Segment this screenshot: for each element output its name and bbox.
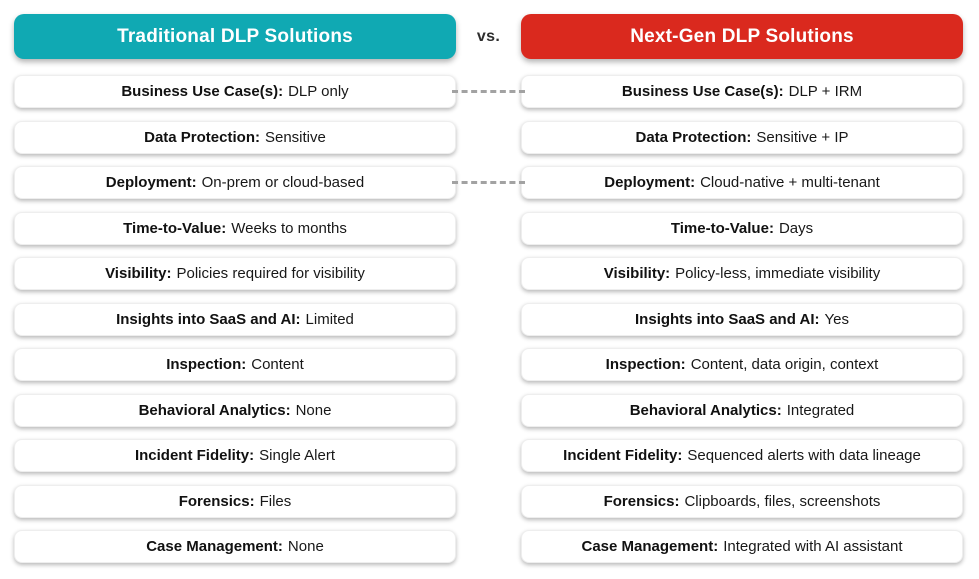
row-value: Integrated with AI assistant [723, 538, 903, 555]
row-value: Clipboards, files, screenshots [684, 492, 881, 510]
dashed-connector [456, 121, 521, 154]
row-label: Visibility: [105, 265, 172, 282]
row-value: None [287, 538, 324, 555]
row-value: Integrated [786, 401, 855, 419]
row-value: Sequenced alerts with data lineage [687, 447, 921, 464]
row-value: DLP + IRM [788, 83, 863, 100]
traditional-card: Case Management:None [14, 530, 456, 563]
dashed-connector [456, 485, 521, 518]
row-label: Forensics: [178, 492, 255, 510]
row-value: Policy-less, immediate visibility [675, 265, 881, 282]
row-value: None [295, 401, 332, 419]
row-label: Behavioral Analytics: [629, 401, 782, 419]
row-label: Case Management: [146, 538, 283, 555]
traditional-dlp-header: Traditional DLP Solutions [14, 14, 456, 59]
row-label: Incident Fidelity: [134, 447, 255, 464]
row-value: Single Alert [259, 447, 336, 464]
traditional-card: Visibility:Policies required for visibil… [14, 257, 456, 290]
row-label: Visibility: [603, 265, 671, 282]
row-value: Cloud-native + multi-tenant [700, 174, 880, 191]
row-value: Limited [305, 310, 354, 328]
row-label: Business Use Case(s): [121, 83, 284, 100]
row-value: DLP only [288, 83, 349, 100]
row-label: Data Protection: [635, 128, 752, 146]
row-value: Files [259, 492, 292, 510]
row-value: Content, data origin, context [690, 356, 879, 373]
dashed-connector [456, 348, 521, 381]
next-gen-card: Case Management:Integrated with AI assis… [521, 530, 963, 563]
comparison-row: Time-to-Value:Weeks to months Time-to-Va… [14, 211, 979, 245]
row-label: Behavioral Analytics: [138, 401, 291, 419]
row-label: Business Use Case(s): [621, 83, 784, 100]
next-gen-card: Inspection:Content, data origin, context [521, 348, 963, 381]
row-label: Time-to-Value: [670, 219, 774, 237]
traditional-card: Insights into SaaS and AI:Limited [14, 302, 456, 336]
row-value: On-prem or cloud-based [201, 174, 365, 191]
row-label: Inspection: [605, 356, 686, 373]
dashed-connector [456, 212, 521, 245]
comparison-row: Behavioral Analytics:None Behavioral Ana… [14, 393, 979, 427]
next-gen-dlp-header: Next-Gen DLP Solutions [521, 14, 963, 59]
next-gen-card: Time-to-Value:Days [521, 211, 963, 245]
traditional-card: Deployment:On-prem or cloud-based [14, 166, 456, 199]
row-value: Sensitive + IP [756, 128, 849, 146]
next-gen-card: Data Protection:Sensitive + IP [521, 120, 963, 154]
next-gen-card: Insights into SaaS and AI:Yes [521, 302, 963, 336]
comparison-row: Deployment:On-prem or cloud-based Deploy… [14, 166, 979, 199]
dashed-connector [456, 257, 521, 290]
header-row: Traditional DLP Solutions vs. Next-Gen D… [14, 14, 979, 59]
traditional-card: Time-to-Value:Weeks to months [14, 211, 456, 245]
traditional-card: Behavioral Analytics:None [14, 393, 456, 427]
vs-label: vs. [476, 27, 501, 45]
comparison-row: Inspection:Content Inspection:Content, d… [14, 348, 979, 381]
next-gen-card: Business Use Case(s):DLP + IRM [521, 75, 963, 108]
row-value: Sensitive [264, 128, 326, 146]
traditional-card: Data Protection:Sensitive [14, 120, 456, 154]
dashed-connector [456, 303, 521, 336]
traditional-card: Business Use Case(s):DLP only [14, 75, 456, 108]
row-value: Days [778, 219, 814, 237]
dashed-connector [456, 394, 521, 427]
comparison-row: Insights into SaaS and AI:Limited Insigh… [14, 302, 979, 336]
row-label: Forensics: [603, 492, 680, 510]
row-value: Weeks to months [231, 219, 347, 237]
row-label: Inspection: [166, 356, 247, 373]
traditional-card: Forensics:Files [14, 484, 456, 518]
dashed-connector [456, 439, 521, 472]
row-label: Incident Fidelity: [563, 447, 683, 464]
row-label: Case Management: [581, 538, 719, 555]
comparison-row: Data Protection:Sensitive Data Protectio… [14, 120, 979, 154]
comparison-rows: Business Use Case(s):DLP only Business U… [14, 75, 979, 563]
row-value: Content [251, 356, 304, 373]
dashed-connector [452, 166, 525, 199]
next-gen-card: Deployment:Cloud-native + multi-tenant [521, 166, 963, 199]
traditional-dlp-title: Traditional DLP Solutions [117, 25, 353, 47]
row-value: Yes [824, 310, 849, 328]
row-label: Deployment: [105, 174, 197, 191]
row-label: Data Protection: [144, 128, 260, 146]
next-gen-card: Forensics:Clipboards, files, screenshots [521, 484, 963, 518]
row-label: Deployment: [604, 174, 696, 191]
traditional-card: Incident Fidelity:Single Alert [14, 439, 456, 472]
comparison-row: Forensics:Files Forensics:Clipboards, fi… [14, 484, 979, 518]
comparison-row: Case Management:None Case Management:Int… [14, 530, 979, 563]
dashed-connector [456, 530, 521, 563]
row-value: Policies required for visibility [176, 265, 365, 282]
comparison-row: Business Use Case(s):DLP only Business U… [14, 75, 979, 108]
traditional-card: Inspection:Content [14, 348, 456, 381]
row-label: Insights into SaaS and AI: [635, 310, 820, 328]
comparison-row: Visibility:Policies required for visibil… [14, 257, 979, 290]
next-gen-card: Behavioral Analytics:Integrated [521, 393, 963, 427]
dashed-connector [452, 75, 525, 108]
row-label: Insights into SaaS and AI: [116, 310, 301, 328]
next-gen-card: Incident Fidelity:Sequenced alerts with … [521, 439, 963, 472]
next-gen-card: Visibility:Policy-less, immediate visibi… [521, 257, 963, 290]
next-gen-dlp-title: Next-Gen DLP Solutions [630, 25, 854, 47]
row-label: Time-to-Value: [123, 219, 227, 237]
comparison-row: Incident Fidelity:Single Alert Incident … [14, 439, 979, 472]
